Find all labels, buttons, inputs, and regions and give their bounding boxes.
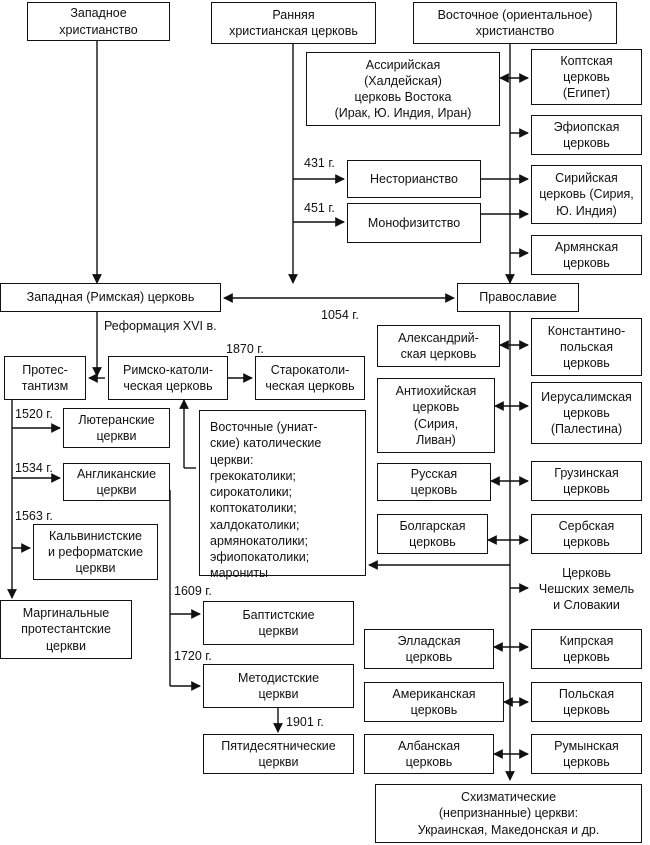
box-cypriot-church: Кипрская церковь xyxy=(531,629,642,669)
box-eastern-christianity: Восточное (ориентальное) христианство xyxy=(413,2,617,44)
box-romanian-church: Румынская церковь xyxy=(531,734,642,774)
box-russian-church: Русская церковь xyxy=(377,463,491,501)
box-jerusalem-church: Иерусалимская церковь (Палестина) xyxy=(531,382,642,444)
label-year-451: 451 г. xyxy=(304,201,335,215)
box-western-christianity: Западное христианство xyxy=(27,2,170,41)
box-uniate-catholic-churches: Восточные (униат- ские) католические цер… xyxy=(199,410,366,580)
box-protestantism: Протес- тантизм xyxy=(4,356,86,400)
label-reformation: Реформация XVI в. xyxy=(104,319,217,333)
box-hellenic-church: Элладская церковь xyxy=(364,629,494,669)
box-syrian-church: Сирийская церковь (Сирия, Ю. Индия) xyxy=(531,165,642,224)
box-pentecostal-churches: Пятидесятнические церкви xyxy=(203,734,354,774)
label-year-1901: 1901 г. xyxy=(286,715,324,729)
box-anglican-churches: Англиканские церкви xyxy=(63,463,170,501)
box-albanian-church: Албанская церковь xyxy=(364,734,494,774)
box-alexandrian-church: Александрий- ская церковь xyxy=(377,325,500,367)
box-roman-church: Западная (Римская) церковь xyxy=(0,283,221,312)
box-czech-slovak-church: Церковь Чешских земель и Словакии xyxy=(531,563,642,615)
box-schismatic-churches: Схизматические (непризнанные) церкви: Ук… xyxy=(375,784,642,843)
box-american-church: Американская церковь xyxy=(364,682,504,722)
box-coptic-church: Коптская церковь (Египет) xyxy=(531,49,642,105)
box-armenian-church: Армянская церковь xyxy=(531,235,642,275)
box-nestorianism: Несторианство xyxy=(347,160,481,198)
label-year-1534: 1534 г. xyxy=(15,461,53,475)
box-constantinople-church: Константино- польская церковь xyxy=(531,318,642,376)
label-year-1720: 1720 г. xyxy=(174,649,212,663)
box-baptist-churches: Баптистские церкви xyxy=(203,601,354,645)
box-methodist-churches: Методистские церкви xyxy=(203,664,354,708)
box-georgian-church: Грузинская церковь xyxy=(531,461,642,501)
box-serbian-church: Сербская церковь xyxy=(531,514,642,554)
label-year-431: 431 г. xyxy=(304,156,335,170)
box-old-catholic-church: Старокатоли- ческая церковь xyxy=(255,356,365,400)
label-year-1563: 1563 г. xyxy=(15,509,53,523)
box-lutheran-churches: Лютеранские церкви xyxy=(63,408,170,448)
box-orthodoxy: Православие xyxy=(457,283,579,312)
label-year-1870: 1870 г. xyxy=(226,342,264,356)
box-roman-catholic-church: Римско-католи- ческая церковь xyxy=(108,356,228,400)
box-marginal-protestant-churches: Маргинальные протестантские церкви xyxy=(0,600,132,659)
box-antioch-church: Антиохийская церковь (Сирия, Ливан) xyxy=(377,378,495,453)
box-bulgarian-church: Болгарская церковь xyxy=(377,514,488,554)
box-ethiopian-church: Эфиопская церковь xyxy=(531,115,642,155)
box-assyrian-church: Ассирийская (Халдейская) церковь Востока… xyxy=(306,52,500,126)
label-year-1054: 1054 г. xyxy=(321,308,359,322)
box-polish-church: Польская церковь xyxy=(531,682,642,722)
box-monophysitism: Монофизитство xyxy=(347,203,481,243)
label-year-1520: 1520 г. xyxy=(15,407,53,421)
box-early-church: Ранняя христианская церковь xyxy=(211,2,376,44)
box-calvinist-churches: Кальвинистские и реформатские церкви xyxy=(33,524,158,580)
label-year-1609: 1609 г. xyxy=(174,584,212,598)
